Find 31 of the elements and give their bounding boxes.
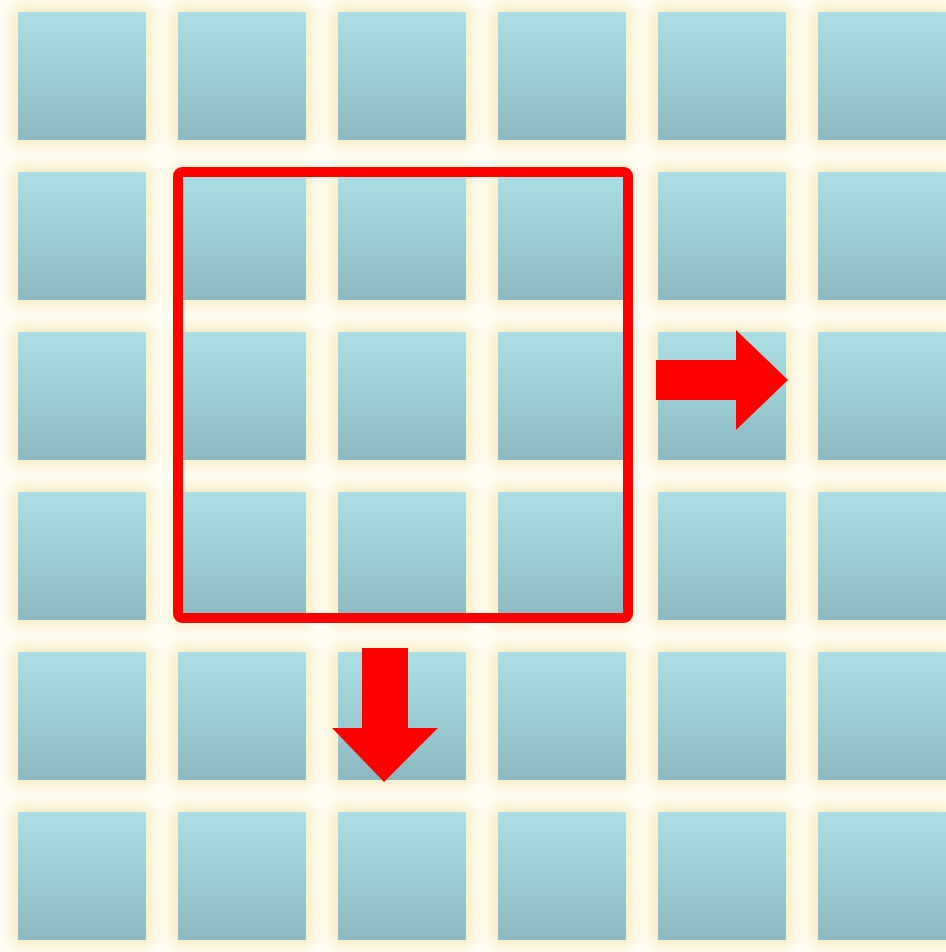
grid-square (818, 652, 946, 780)
grid-square (818, 12, 946, 140)
grid-square (178, 652, 306, 780)
grid-square (178, 332, 306, 460)
grid-square (498, 812, 626, 940)
grid-square (818, 172, 946, 300)
grid-square (658, 812, 786, 940)
grid-square (178, 812, 306, 940)
grid-square (658, 12, 786, 140)
grid-square (338, 12, 466, 140)
grid-square (338, 172, 466, 300)
grid-square (18, 12, 146, 140)
grid-square (338, 812, 466, 940)
grid-square (658, 652, 786, 780)
grid-square (498, 652, 626, 780)
grid-square (498, 332, 626, 460)
grid-square (18, 172, 146, 300)
grid-square (818, 492, 946, 620)
grid-square (498, 172, 626, 300)
grid-square (18, 332, 146, 460)
grid-square (178, 172, 306, 300)
grid-square (18, 812, 146, 940)
grid-square (658, 492, 786, 620)
grid-square (338, 332, 466, 460)
grid-square (818, 812, 946, 940)
grid-square (18, 492, 146, 620)
grid-square (818, 332, 946, 460)
grid-square (658, 172, 786, 300)
grid-square (18, 652, 146, 780)
grid-square (178, 12, 306, 140)
grid-square (498, 12, 626, 140)
